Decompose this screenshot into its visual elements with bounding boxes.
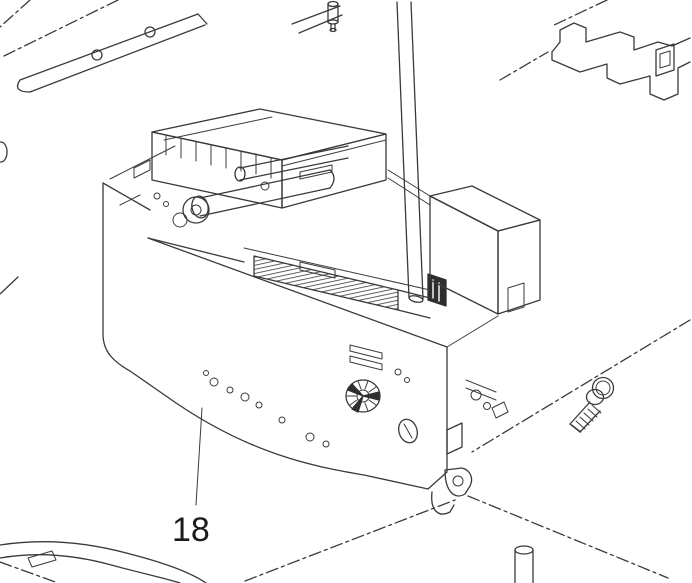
paper-deck	[147, 237, 448, 348]
oval-opening	[398, 418, 418, 444]
top-fastener	[327, 0, 339, 33]
mounting-screw	[569, 376, 615, 433]
boundary-dashed-lines-bottom	[0, 319, 691, 583]
fuser-unit	[151, 108, 387, 228]
bottom-cylinder	[514, 545, 534, 583]
main-frame-assembly	[102, 108, 541, 515]
roller-cylinder	[191, 145, 349, 219]
panel-holes	[203, 368, 410, 448]
drive-shaft	[396, 1, 447, 307]
top-right-bracket	[499, 0, 691, 101]
front-panel	[102, 131, 463, 490]
callout-18-label: 18	[172, 511, 210, 549]
callout-leader-line	[195, 407, 203, 506]
left-edge-marks	[0, 141, 19, 295]
callout-18: 18	[172, 407, 210, 549]
bottom-left-assembly	[0, 541, 207, 583]
boundary-dashed-lines-top-left	[0, 0, 119, 58]
lower-right-details	[431, 379, 509, 515]
top-left-rail	[16, 5, 343, 93]
adjuster-dial	[345, 379, 381, 413]
right-tower	[387, 169, 541, 348]
drive-gear	[172, 196, 210, 228]
